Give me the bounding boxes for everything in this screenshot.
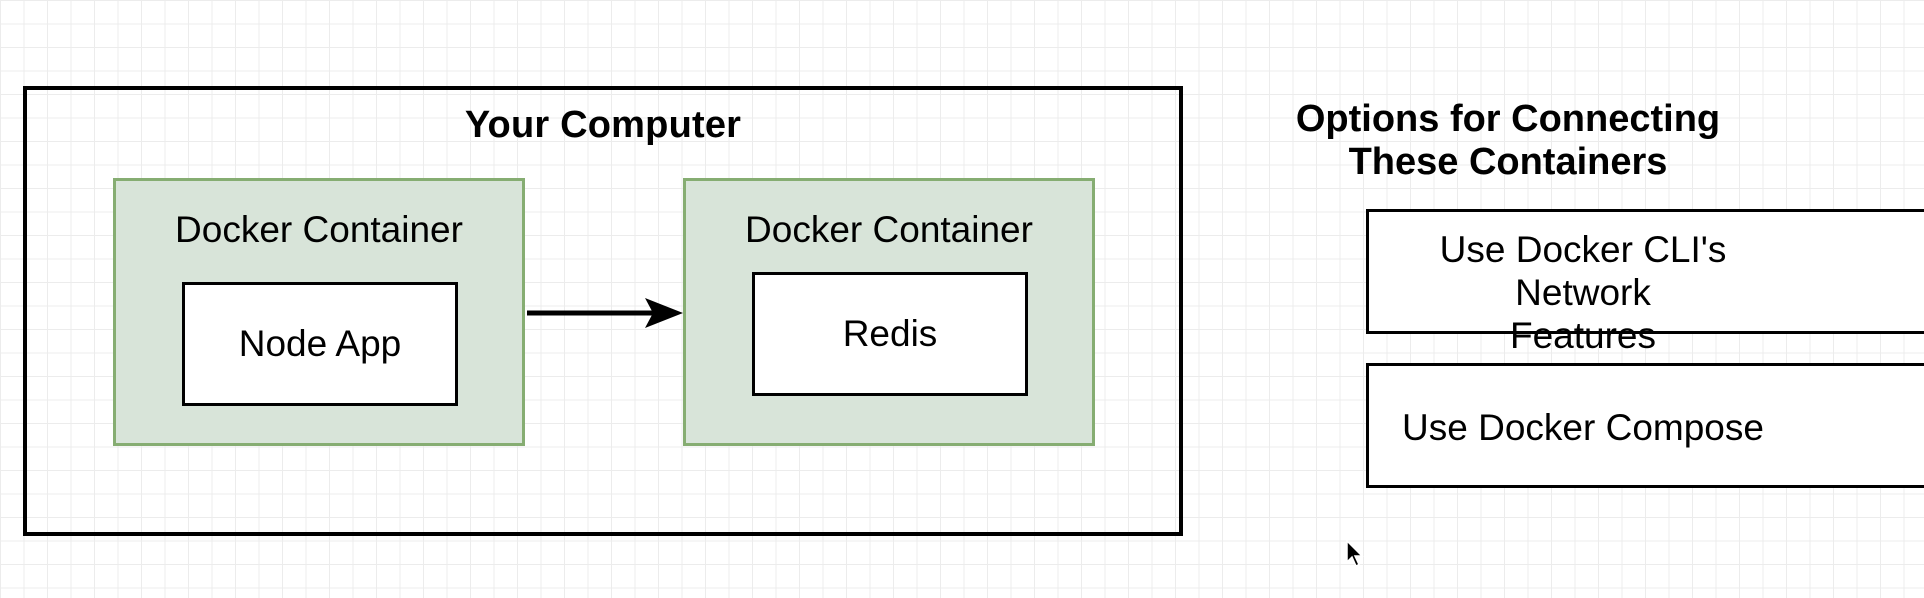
redis-label: Redis [842,313,938,354]
your-computer-title: Your Computer [464,104,742,146]
docker-container-label: Docker Container [745,209,1033,250]
arrow-right-icon [527,298,683,328]
option-text: Use Docker Compose [1369,406,1797,449]
option-docker-cli-network: Use Docker CLI's Network Features [1366,209,1924,356]
node-app-box: Node App [182,282,458,406]
option-line-1: Use Docker CLI's Network [1439,229,1727,313]
option-text: Use Docker CLI's Network Features [1369,228,1797,357]
mouse-cursor-icon [1346,540,1364,568]
options-title: Options for Connecting These Containers [1178,98,1838,184]
your-computer-box: Your Computer [23,86,1183,536]
options-title-line-1: Options for Connecting [1295,98,1721,140]
docker-container-label: Docker Container [175,209,463,250]
docker-container-redis: Docker Container Redis [683,178,1095,446]
option-line-2: Features [1509,315,1656,356]
options-title-line-2: These Containers [1348,141,1668,183]
option-docker-compose: Use Docker Compose [1366,363,1924,488]
docker-container-node: Docker Container Node App [113,178,525,446]
option-line-1: Use Docker Compose [1402,407,1764,448]
redis-box: Redis [752,272,1028,396]
node-app-label: Node App [238,323,402,364]
